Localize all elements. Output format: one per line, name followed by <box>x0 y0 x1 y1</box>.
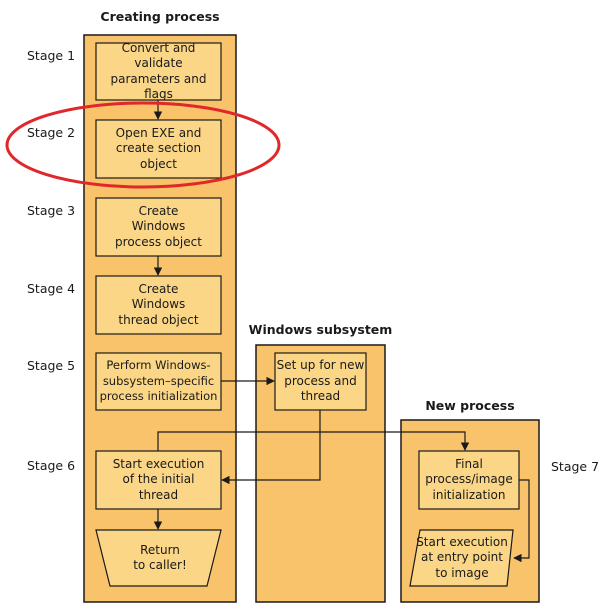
step-start-entry-shape <box>409 529 514 587</box>
stage-4-label: Stage 4 <box>27 281 76 296</box>
stage-2-label: Stage 2 <box>27 125 76 140</box>
stage-7-label: Stage 7 <box>551 459 600 474</box>
arrow-to-final-init <box>157 431 470 451</box>
step-return-label: Return to caller! <box>133 542 187 573</box>
lane-title-new-process: New process <box>425 398 515 413</box>
lane-title-windows-subsystem: Windows subsystem <box>248 322 393 337</box>
step-create-process-label: Create Windows process object <box>115 203 202 249</box>
stage-6-label: Stage 6 <box>27 458 76 473</box>
step-create-process-box <box>95 197 222 257</box>
step-start-entry-label: Start execution at entry point to image <box>416 534 508 580</box>
arrow-setup-to-start <box>221 410 321 485</box>
step-setup-label: Set up for new process and thread <box>276 358 365 404</box>
step-start-exec-box <box>95 450 222 510</box>
step-perform-init-box <box>95 352 222 411</box>
lane-title-creating-process: Creating process <box>100 9 220 24</box>
step-return-shape <box>95 529 222 587</box>
step-create-thread-label: Create Windows thread object <box>118 281 199 327</box>
step-open-exe-box <box>95 119 222 179</box>
stage-5-label: Stage 5 <box>27 358 76 373</box>
step-convert-label: Convert and validate parameters and flag… <box>110 40 207 102</box>
step-create-thread-box <box>95 275 222 335</box>
step-open-exe-label: Open EXE and create section object <box>115 125 202 171</box>
highlight-ellipse <box>5 101 281 189</box>
step-convert-box <box>95 42 222 101</box>
step-perform-init-label: Perform Windows- subsystem–specific proc… <box>99 358 218 404</box>
step-start-exec-label: Start execution of the initial thread <box>112 456 205 502</box>
stage-1-label: Stage 1 <box>27 48 76 63</box>
stage-3-label: Stage 3 <box>27 203 76 218</box>
arrow-final-to-entry <box>513 479 530 563</box>
step-final-init-label: Final process/image initialization <box>425 456 513 502</box>
